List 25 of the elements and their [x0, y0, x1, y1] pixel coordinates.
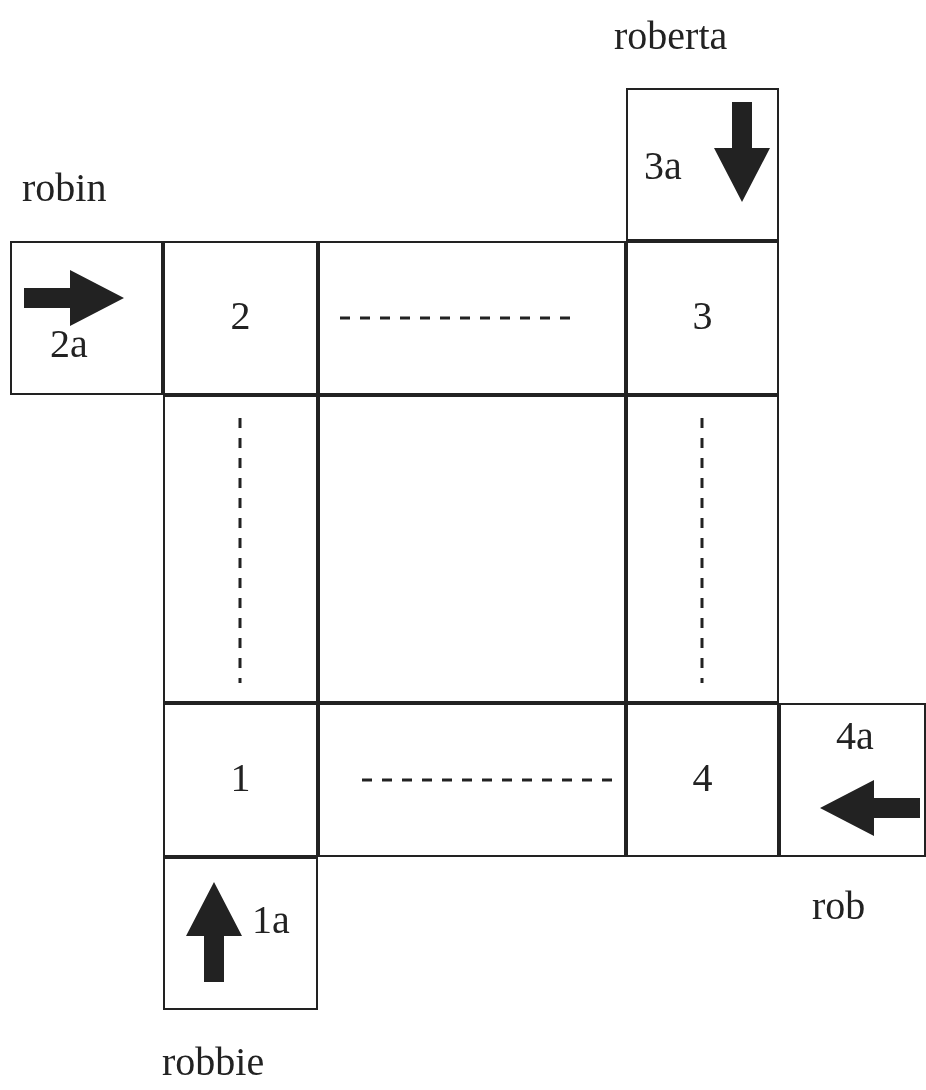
cell-number: 1	[229, 756, 252, 800]
cell-number: 1a	[252, 898, 290, 942]
grid-cell	[318, 241, 626, 395]
grid-cell	[779, 703, 926, 857]
grid-cell	[626, 703, 779, 857]
name-label: roberta	[614, 14, 728, 58]
grid-cell	[318, 703, 626, 857]
grid-cell	[318, 395, 626, 703]
cell-number: 3	[691, 294, 714, 338]
grid-cell	[163, 857, 318, 1010]
grid-cell	[163, 241, 318, 395]
grid-cell	[10, 241, 163, 395]
grid-cell	[626, 241, 779, 395]
name-label: robbie	[162, 1040, 265, 1084]
cell-number: 2a	[50, 322, 88, 366]
grid-cell	[163, 703, 318, 857]
grid-cell	[163, 395, 318, 703]
cell-number: 2	[229, 294, 252, 338]
cell-number: 4	[691, 756, 714, 800]
name-label: robin	[22, 166, 107, 210]
cell-number: 4a	[836, 714, 874, 758]
grid-cell	[626, 395, 779, 703]
grid-cell	[626, 88, 779, 241]
cell-number: 3a	[644, 144, 682, 188]
name-label: rob	[812, 884, 866, 928]
